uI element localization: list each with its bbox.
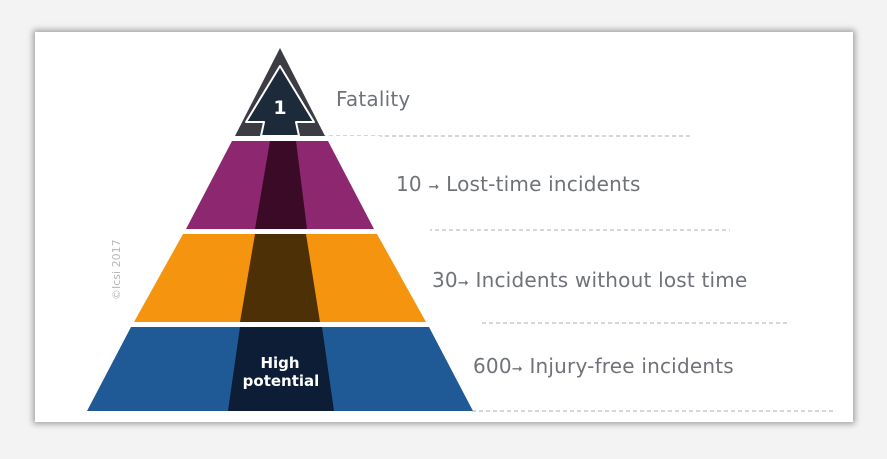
center-column-mid xyxy=(240,234,320,322)
up-arrow-icon xyxy=(245,65,315,137)
level-text: Lost-time incidents xyxy=(446,172,641,196)
center-label-line2: potential xyxy=(243,372,320,390)
arrow-right-icon: ➞ xyxy=(511,362,523,377)
tier-separator-2 xyxy=(130,229,430,234)
level-label-without-lost-time: 30➞ Incidents without lost time xyxy=(432,268,747,292)
center-label-line1: High xyxy=(260,354,299,372)
level-text: Incidents without lost time xyxy=(475,268,748,292)
level-label-injury-free: 600➞ Injury-free incidents xyxy=(473,354,734,378)
level-text: Fatality xyxy=(336,87,411,111)
tier-separator-3 xyxy=(80,322,480,327)
center-column-top xyxy=(255,141,307,229)
level-label-lost-time: 10 ➞ Lost-time incidents xyxy=(396,172,641,196)
copyright-text: ©Icsi 2017 xyxy=(110,239,123,300)
arrow-right-icon: ➞ xyxy=(457,276,469,291)
tier-separator-1 xyxy=(180,136,380,141)
arrow-right-icon: ➞ xyxy=(428,180,440,195)
level-count: 10 xyxy=(396,172,422,196)
level-label-fatality: Fatality xyxy=(336,87,410,111)
apex-number: 1 xyxy=(273,97,286,119)
center-column-bottom xyxy=(228,327,334,411)
level-count: 600 xyxy=(473,354,512,378)
level-text: Injury-free incidents xyxy=(529,354,734,378)
level-count: 30 xyxy=(432,268,458,292)
